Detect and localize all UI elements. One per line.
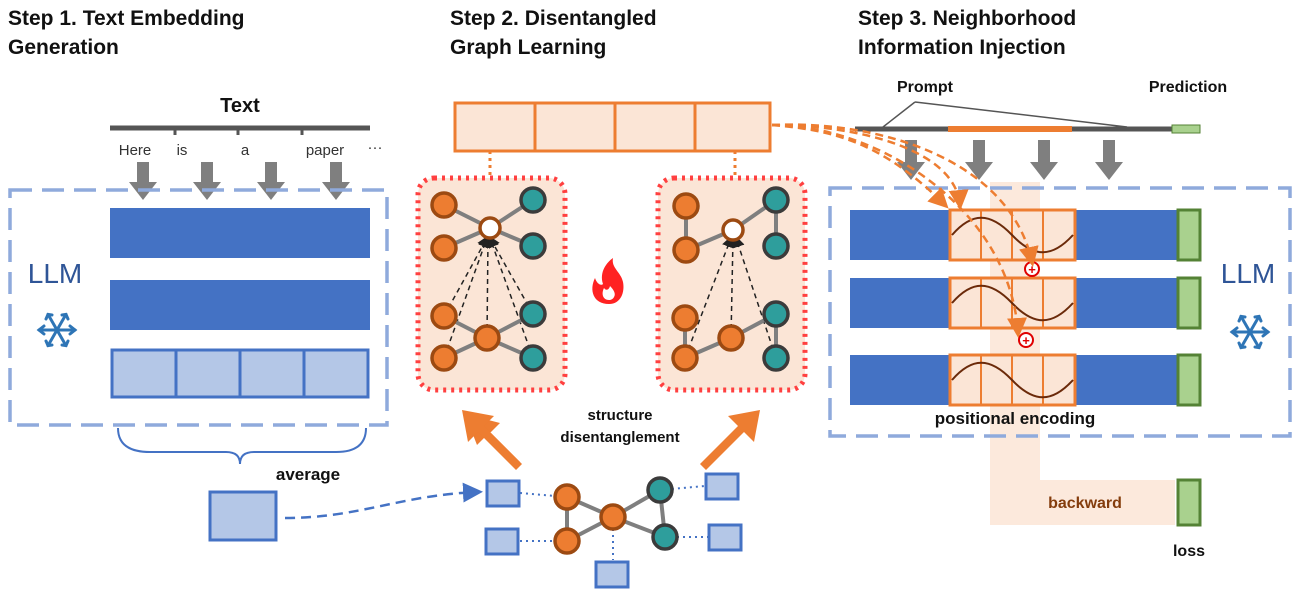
token-input-arrows [129,162,350,200]
averaged-embedding [208,490,278,542]
average-brace [117,427,367,465]
step2-title-line2: Graph Learning [450,36,606,59]
step2-title-line1: Step 2. Disentangled [450,7,657,30]
token-4: ··· [368,139,383,156]
prompt-label: Prompt [897,79,954,96]
llm-layer-right-2 [850,276,1202,330]
injection-arrows [771,123,1039,338]
backward-label: backward [1048,495,1122,512]
token-0: Here [119,142,152,159]
token-1: is [177,142,188,159]
disentangle-arrow-right [700,410,760,470]
snowflake-icon [1229,314,1271,350]
prompt-input-arrows [897,140,1123,180]
svg-text:+: + [1022,333,1030,348]
llm-layer-2 [110,280,370,330]
prediction-token [1171,124,1201,134]
add-circle-1: + [1024,261,1040,277]
graph-embedding-vector [453,101,772,153]
llm-layer-1 [110,208,370,258]
average-label: average [276,465,340,484]
token-2: a [241,142,250,159]
add-circle-2: + [1018,332,1034,348]
step2-title: Step 2. Disentangled Graph Learning [450,7,657,59]
text-label: Text [220,95,260,117]
structure-label-1: structure [587,407,652,424]
step1-title-line2: Generation [8,36,119,59]
llm-label-right: LLM [1221,258,1275,289]
step3-panel: backward Prompt Prediction LLM [828,79,1292,560]
loss-token [1176,478,1202,527]
step1-title-line1: Step 1. Text Embedding [8,7,244,30]
step3-title-line2: Information Injection [858,36,1066,59]
llm-label-left: LLM [28,258,82,289]
step2-panel: structure disentanglement [415,101,808,589]
llm-frame-left [8,188,389,427]
subgraph-left [415,175,568,393]
positional-encoding-label: positional encoding [935,409,1096,428]
svg-text:+: + [1028,262,1036,277]
step1-title: Step 1. Text Embedding Generation [8,7,244,59]
step3-title-line1: Step 3. Neighborhood [858,7,1076,30]
token-list: Here is a paper ··· [119,139,383,159]
token-embeddings [110,348,370,399]
llm-layer-right-1 [850,208,1202,262]
token-3: paper [306,142,344,159]
loss-label: loss [1173,543,1205,560]
step1-panel: Text Here is a paper ··· LLM [8,95,483,542]
llm-layer-right-3 [850,353,1202,407]
input-graph [484,472,743,589]
step3-title: Step 3. Neighborhood Information Injecti… [858,7,1076,59]
structure-label-2: disentanglement [560,429,679,446]
snowflake-icon [36,312,78,348]
flame-icon [592,258,624,304]
llm-frame-right [828,186,1292,438]
embedding-to-graph-arrow [284,482,483,520]
subgraph-right [655,175,808,393]
prediction-label: Prediction [1149,79,1227,96]
